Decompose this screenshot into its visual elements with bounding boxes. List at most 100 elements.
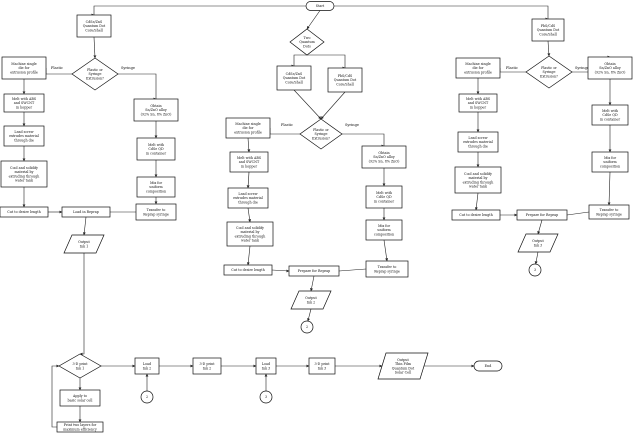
node-label-line: extruding through bbox=[463, 180, 495, 184]
node-terminal-start: Start bbox=[305, 1, 335, 11]
node-label-line: Quantum Dot bbox=[537, 28, 560, 32]
node-label-line: End bbox=[485, 364, 493, 368]
node-label-line: Ink 1 bbox=[80, 244, 89, 248]
node-label-line: Cut to desire length bbox=[459, 213, 493, 217]
node-label-line: Transfer to bbox=[600, 208, 619, 212]
rect-outline bbox=[365, 185, 403, 209]
node-label-line: Machine single bbox=[235, 122, 261, 126]
rect-outline bbox=[3, 93, 45, 113]
circle-outline bbox=[528, 263, 542, 277]
node-label-line: Ink 2 bbox=[143, 366, 152, 370]
rect-outline bbox=[229, 151, 269, 173]
rect-outline bbox=[276, 65, 312, 91]
node-label-line: Lead screw bbox=[238, 192, 257, 196]
node-label-line: 2 bbox=[306, 325, 308, 329]
edge-label: Syringe bbox=[345, 123, 359, 127]
para-outline bbox=[377, 352, 429, 380]
node-label-line: and SWCNT bbox=[14, 101, 35, 105]
node-label-line: Prepare for Reprap bbox=[298, 269, 330, 273]
node-label-line: in container bbox=[374, 199, 395, 203]
node-label-line: Start bbox=[316, 4, 325, 8]
edge-arrow bbox=[537, 219, 543, 235]
rect-outline bbox=[365, 219, 403, 241]
node-label-line: PbS/CdS bbox=[338, 74, 353, 78]
edge-arrow bbox=[246, 245, 251, 266]
edge-arrow bbox=[334, 5, 550, 20]
rect-outline bbox=[308, 357, 336, 375]
edge-arrow bbox=[79, 253, 85, 356]
edge-arrow bbox=[82, 216, 87, 236]
rect-outline bbox=[588, 204, 630, 220]
edge-arrow bbox=[92, 5, 306, 16]
circle-outline bbox=[140, 390, 154, 404]
node-label-line: extrusion profile bbox=[464, 70, 492, 74]
node-label-line: 3 bbox=[534, 268, 536, 272]
node-rect-m-p5: Cut to desire length bbox=[223, 264, 273, 276]
node-label-line: uniform bbox=[149, 185, 163, 189]
node-label-line: Output bbox=[305, 296, 317, 300]
node-label-line: 3 bbox=[265, 395, 267, 399]
node-label-line: Reprap syringe bbox=[143, 212, 169, 216]
node-label-line: 3-D print bbox=[199, 362, 215, 366]
node-label-line: extrudes material bbox=[463, 140, 493, 144]
node-label-line: water tank bbox=[15, 178, 34, 182]
node-label-line: Core/Shell bbox=[85, 28, 103, 32]
node-label-line: Reprap syringe bbox=[374, 269, 400, 273]
node-label-line: Extrusion? bbox=[312, 136, 330, 140]
node-terminal-end: End bbox=[473, 360, 503, 372]
node-label-line: Melt with ABS bbox=[237, 156, 262, 160]
node-label-line: Syringe bbox=[89, 72, 102, 76]
circle-outline bbox=[300, 320, 314, 334]
rect-outline bbox=[0, 206, 49, 218]
node-label-line: Quantum bbox=[299, 40, 315, 44]
node-label-line: extrusion profile bbox=[10, 70, 38, 74]
edge-label: Plastic bbox=[281, 123, 293, 127]
node-label-line: Sn/ZnO alloy bbox=[373, 155, 395, 159]
rect-outline bbox=[1, 56, 47, 80]
node-label-line: extrusion profile bbox=[234, 130, 262, 134]
diamond-outline bbox=[58, 353, 102, 379]
node-label-line: die for bbox=[243, 126, 254, 130]
para-outline bbox=[517, 233, 559, 253]
node-label-line: (92% Sn, 8% ZnO) bbox=[595, 70, 627, 74]
node-label-line: Ink 3 bbox=[318, 366, 327, 370]
rect-outline bbox=[0, 160, 48, 188]
node-label-line: Lead screw bbox=[14, 130, 33, 134]
edge-arrow bbox=[338, 268, 367, 273]
node-rect-l-load: Load in Reprap bbox=[61, 206, 111, 218]
node-label-line: uniform bbox=[377, 228, 391, 232]
node-label-line: 3-D print bbox=[314, 362, 330, 366]
node-label-line: (92% Sn, 8% ZnO) bbox=[369, 159, 401, 163]
rect-outline bbox=[225, 117, 271, 139]
edge-arrow bbox=[566, 211, 590, 217]
edge-arrow bbox=[320, 91, 346, 120]
node-label-line: uniform bbox=[603, 160, 617, 164]
node-label-line: Ink 1 bbox=[76, 366, 85, 370]
node-label-line: material by bbox=[240, 230, 259, 234]
node-label-line: and SWCNT bbox=[468, 101, 489, 105]
edge-label: Plastic bbox=[51, 66, 63, 70]
rect-outline bbox=[591, 104, 629, 126]
rect-outline bbox=[587, 56, 633, 80]
node-label-line: Ink 2 bbox=[307, 300, 316, 304]
node-label-line: CdSe QD bbox=[148, 147, 164, 151]
